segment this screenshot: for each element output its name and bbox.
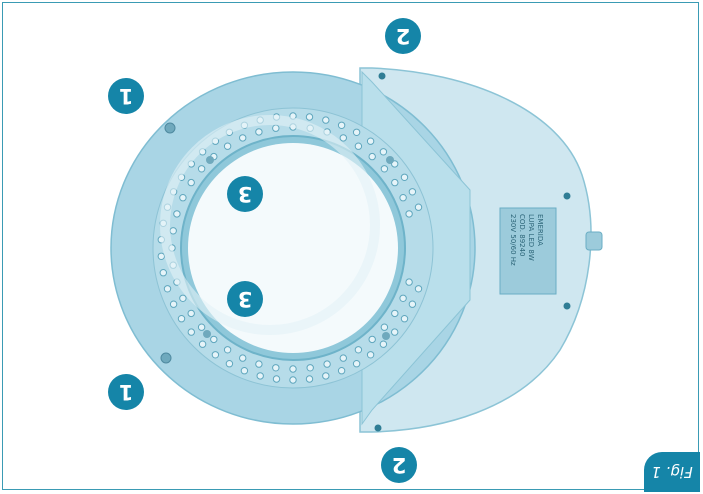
led-dot: [379, 148, 388, 156]
led-dot: [177, 315, 186, 323]
led-dot: [391, 328, 399, 336]
led-dot: [159, 269, 168, 277]
led-dot: [322, 372, 330, 380]
led-dots: [157, 112, 423, 384]
led-dot: [187, 328, 196, 336]
led-dot: [239, 354, 247, 362]
figure-label: Fig. 1: [651, 463, 693, 481]
lens-clip: [203, 330, 211, 338]
lens-clip: [382, 332, 390, 340]
housing-screw: [374, 424, 382, 432]
lens-clip: [206, 156, 214, 164]
led-dot: [272, 124, 280, 132]
led-dot: [405, 278, 413, 286]
figure-tab: Fig. 1: [644, 452, 700, 492]
lens-clip: [386, 156, 394, 164]
housing-screw: [563, 302, 571, 310]
led-dot: [337, 121, 346, 130]
led-dot: [400, 315, 409, 323]
led-dot: [400, 173, 409, 182]
led-dot: [339, 134, 347, 142]
housing-screw: [378, 72, 386, 80]
led-dot: [379, 340, 388, 348]
ring-screw: [160, 352, 172, 364]
led-dot: [354, 346, 363, 354]
led-dot: [352, 128, 361, 137]
mount-knob: [585, 231, 603, 251]
led-dot: [337, 367, 346, 375]
led-dot: [179, 294, 187, 302]
led-dot: [197, 165, 206, 173]
plate-power: 230V 50/60 Hz: [509, 214, 517, 266]
led-dot: [408, 188, 417, 196]
led-dot: [368, 152, 376, 161]
led-dot: [223, 142, 232, 150]
led-dot: [366, 351, 375, 359]
led-dot: [187, 178, 195, 187]
rating-plate: EMERIDA LUPA LED 8W COD. 89240 230V 50/6…: [499, 207, 557, 295]
led-dot: [414, 285, 423, 293]
led-dot: [223, 346, 232, 354]
plate-model: LUPA LED 8W: [527, 214, 535, 261]
led-dot: [414, 203, 423, 211]
page-frame: [2, 2, 699, 490]
led-dot: [187, 309, 195, 318]
callout-3-upper: 3: [227, 176, 263, 212]
housing-screw: [563, 192, 571, 200]
led-dot: [322, 116, 330, 124]
ring-screw: [164, 122, 176, 134]
led-dot: [305, 113, 314, 121]
led-dot: [255, 128, 263, 136]
led-dot: [163, 285, 172, 293]
led-dot: [323, 360, 331, 368]
led-dot: [391, 178, 399, 187]
led-dot: [197, 323, 206, 331]
led-dot: [169, 300, 178, 308]
led-dot: [289, 376, 297, 384]
led-dot: [339, 354, 347, 362]
led-dot: [179, 194, 187, 202]
led-dot: [352, 360, 361, 368]
led-dot: [256, 372, 264, 380]
led-dot: [391, 309, 399, 318]
led-dot: [354, 142, 363, 150]
led-dot: [173, 210, 181, 218]
led-dot: [272, 364, 280, 372]
led-dot: [366, 137, 375, 145]
led-dot: [225, 360, 234, 368]
led-dot: [399, 294, 407, 302]
led-dot: [405, 210, 413, 218]
led-dot: [240, 367, 249, 375]
plate-brand: EMERIDA: [536, 214, 544, 246]
led-dot: [198, 340, 207, 348]
led-dot: [272, 375, 281, 383]
callout-1-top: 1: [108, 78, 144, 114]
callout-2-bottom: 2: [381, 447, 417, 483]
lens-shading: [160, 115, 380, 335]
led-dot: [210, 335, 218, 344]
plate-code: COD. 89240: [518, 214, 526, 257]
callout-3-lower: 3: [227, 281, 263, 317]
led-dot: [368, 335, 376, 344]
led-dot: [255, 360, 263, 368]
led-dot: [289, 365, 297, 373]
led-dot: [211, 351, 220, 359]
led-dot: [157, 252, 166, 260]
led-dot: [169, 227, 177, 235]
led-dot: [408, 300, 417, 308]
led-dot: [305, 375, 314, 383]
led-dot: [399, 194, 407, 202]
led-dot: [380, 165, 389, 173]
led-dot: [380, 323, 389, 331]
led-dot: [306, 364, 314, 372]
led-dot: [239, 134, 247, 142]
callout-1-bottom: 1: [108, 374, 144, 410]
callout-2-top: 2: [385, 18, 421, 54]
